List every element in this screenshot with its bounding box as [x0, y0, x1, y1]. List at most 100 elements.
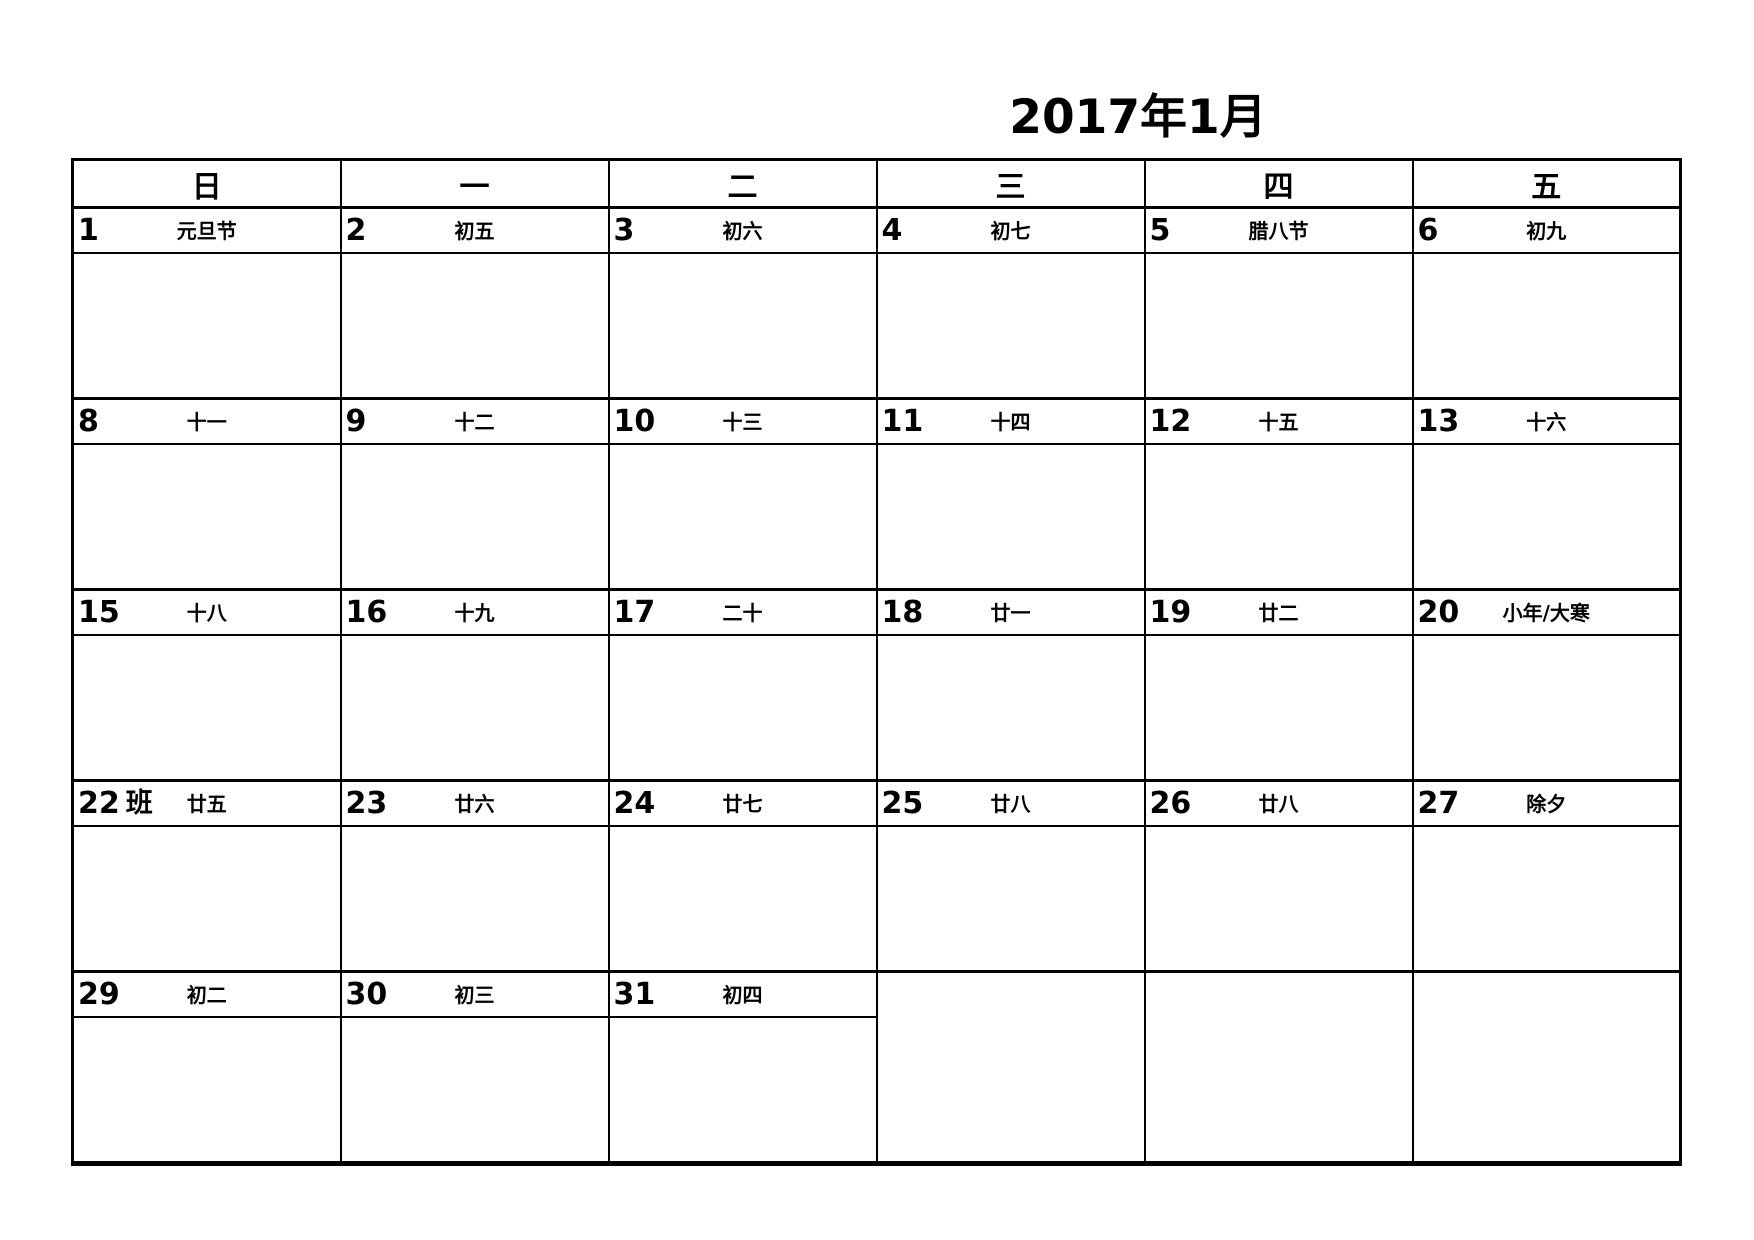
- weekday-header-thu: 四: [1143, 158, 1414, 209]
- calendar-title: 2017年1月: [1009, 90, 1267, 145]
- empty-day-cell: [1411, 970, 1682, 1165]
- day-number: 11: [881, 403, 924, 439]
- day-cell-body-jan22: [71, 825, 342, 973]
- day-cell-label-jan18: 18 廿一: [875, 588, 1146, 636]
- day-cell-body-jan5: [1143, 252, 1414, 400]
- day-cell-label-jan6: 6 初九: [1411, 206, 1682, 254]
- day-number: 12: [1149, 403, 1192, 439]
- day-number: 26: [1149, 785, 1192, 821]
- day-cell-body-jan23: [339, 825, 610, 973]
- day-number: 2: [345, 212, 367, 248]
- day-number: 5: [1149, 212, 1171, 248]
- week5-body-row: [71, 1016, 1681, 1165]
- weekday-header-sun: 日: [71, 158, 342, 209]
- day-number: 15: [78, 594, 120, 630]
- day-lunar-label: 廿一: [990, 600, 1031, 625]
- day-lunar-label: 元旦节: [176, 218, 237, 243]
- day-lunar-label: 廿六: [454, 791, 495, 816]
- day-cell-label-jan31: 31 初四: [607, 970, 878, 1018]
- day-cell-body-jan1: [71, 252, 342, 400]
- day-cell-body-jan9: [339, 443, 610, 591]
- day-lunar-label: 十四: [990, 409, 1031, 434]
- day-cell-body-jan24: [607, 825, 878, 973]
- day-lunar-label: 十八: [186, 600, 227, 625]
- day-cell-label-jan20: 20 小年/大寒: [1411, 588, 1682, 636]
- day-cell-label-jan1: 1 元旦节: [71, 206, 342, 254]
- weekday-header-mon: 一: [339, 158, 610, 209]
- day-lunar-label: 十六: [1526, 409, 1567, 434]
- week4-body-row: [71, 825, 1682, 973]
- day-cell-body-jan19: [1143, 634, 1414, 782]
- calendar-table: 日 一 二 三 四 五 1 元旦节 2 初五 3: [71, 158, 1682, 1166]
- day-number: 18: [881, 594, 924, 630]
- day-number: 3: [613, 212, 635, 248]
- day-lunar-label: 二十: [722, 600, 763, 625]
- day-cell-label-jan8: 8 十一: [71, 397, 342, 445]
- day-number: 30: [345, 976, 388, 1012]
- day-cell-label-jan3: 3 初六: [607, 206, 878, 254]
- week4-label-row: 22 班 廿五 23 廿六 24 廿七 25 廿: [71, 779, 1682, 827]
- week5-label-row: 29 初二 30 初三 31 初四: [71, 970, 1682, 1165]
- day-cell-label-jan2: 2 初五: [339, 206, 610, 254]
- day-cell-label-jan10: 10 十三: [607, 397, 878, 445]
- day-number: 16: [345, 594, 388, 630]
- week3-body-row: [71, 634, 1682, 782]
- day-cell-label-jan4: 4 初七: [875, 206, 1146, 254]
- day-cell-body-jan29: [71, 1016, 342, 1165]
- day-lunar-label: 十五: [1258, 409, 1299, 434]
- day-cell-body-jan15: [71, 634, 342, 782]
- week1-body-row: [71, 252, 1682, 400]
- day-cell-label-jan27: 27 除夕: [1411, 779, 1682, 827]
- day-cell-label-jan26: 26 廿八: [1143, 779, 1414, 827]
- day-cell-label-jan22: 22 班 廿五: [71, 779, 342, 827]
- day-lunar-label: 初六: [722, 218, 763, 243]
- day-cell-body-jan25: [875, 825, 1146, 973]
- day-lunar-label: 廿八: [1258, 791, 1299, 816]
- day-number: 25: [881, 785, 924, 821]
- day-cell-body-jan10: [607, 443, 878, 591]
- day-cell-body-jan4: [875, 252, 1146, 400]
- day-lunar-label: 初九: [1526, 218, 1567, 243]
- weekday-header-tue: 二: [607, 158, 878, 209]
- day-cell-body-jan3: [607, 252, 878, 400]
- empty-day-cell: [875, 970, 1146, 1165]
- workday-marker: 班: [125, 788, 153, 819]
- weekday-header-fri: 五: [1411, 158, 1682, 209]
- day-number: 24: [613, 785, 656, 821]
- day-cell-body-jan8: [71, 443, 342, 591]
- day-lunar-label: 初七: [990, 218, 1031, 243]
- day-cell-label-jan9: 9 十二: [339, 397, 610, 445]
- day-lunar-label: 腊八节: [1248, 218, 1309, 243]
- day-cell-body-jan20: [1411, 634, 1682, 782]
- day-cell-body-jan2: [339, 252, 610, 400]
- day-cell-body-jan18: [875, 634, 1146, 782]
- day-number: 29: [78, 976, 120, 1012]
- day-lunar-label: 十三: [722, 409, 763, 434]
- day-number: 8: [78, 403, 99, 439]
- day-cell-label-jan30: 30 初三: [339, 970, 610, 1018]
- day-lunar-label: 十二: [454, 409, 495, 434]
- week2-label-row: 8 十一 9 十二 10 十三 11 十四: [71, 397, 1682, 445]
- day-cell-label-jan19: 19 廿二: [1143, 588, 1414, 636]
- day-lunar-label: 除夕: [1526, 791, 1567, 816]
- day-cell-body-jan11: [875, 443, 1146, 591]
- day-lunar-label: 廿八: [990, 791, 1031, 816]
- day-cell-body-jan30: [339, 1016, 610, 1165]
- day-cell-body-jan16: [339, 634, 610, 782]
- day-number: 6: [1417, 212, 1439, 248]
- day-cell-label-jan24: 24 廿七: [607, 779, 878, 827]
- day-cell-label-jan5: 5 腊八节: [1143, 206, 1414, 254]
- weekday-header-row: 日 一 二 三 四 五: [71, 158, 1682, 209]
- day-number: 1: [78, 212, 99, 248]
- day-cell-label-jan15: 15 十八: [71, 588, 342, 636]
- day-number: 13: [1417, 403, 1460, 439]
- day-lunar-label: 初二: [186, 982, 227, 1007]
- day-cell-label-jan25: 25 廿八: [875, 779, 1146, 827]
- day-lunar-label: 小年/大寒: [1502, 600, 1590, 625]
- weekday-header-wed: 三: [875, 158, 1146, 209]
- day-cell-body-jan17: [607, 634, 878, 782]
- day-cell-label-jan12: 12 十五: [1143, 397, 1414, 445]
- day-cell-body-jan27: [1411, 825, 1682, 973]
- day-lunar-label: 初五: [454, 218, 495, 243]
